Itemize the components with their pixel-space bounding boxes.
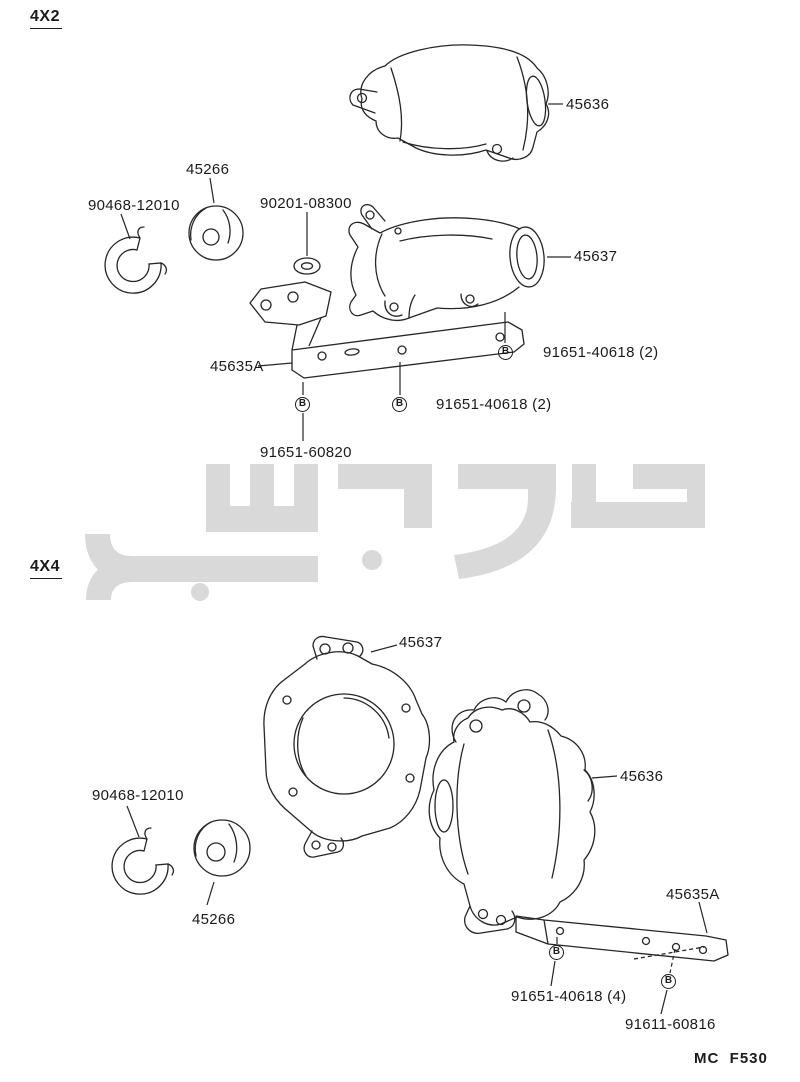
bolt-b-icon: B bbox=[498, 345, 513, 360]
drawing-bracket-45635a-4x2 bbox=[249, 281, 525, 379]
drawing-cover-45637-4x2 bbox=[348, 203, 545, 322]
part-label-45635a-4x4: 45635A bbox=[666, 886, 720, 903]
part-label-91651-mid-4x2: 91651-40618 (2) bbox=[436, 396, 552, 413]
drawing-clip-90468-4x4 bbox=[111, 827, 175, 895]
part-label-90468-4x4: 90468-12010 bbox=[92, 787, 184, 804]
leader-lines-4x2 bbox=[120, 103, 571, 441]
section-heading-4x4: 4X4 bbox=[30, 558, 62, 580]
drawing-grommet-45266-4x2 bbox=[188, 205, 244, 261]
part-label-45266-4x2: 45266 bbox=[186, 161, 230, 178]
bolt-b-icon: B bbox=[392, 397, 407, 412]
part-label-45636-4x4: 45636 bbox=[620, 768, 664, 785]
drawing-bracket-45635a-4x4 bbox=[515, 915, 729, 962]
part-label-45637-4x4: 45637 bbox=[399, 634, 443, 651]
part-label-45637-4x2: 45637 bbox=[574, 248, 618, 265]
part-label-90201-4x2: 90201-08300 bbox=[260, 195, 352, 212]
bolt-b-icon: B bbox=[295, 397, 310, 412]
drawing-grommet-45266-4x4 bbox=[193, 819, 251, 877]
leader-lines-4x4 bbox=[126, 644, 708, 1015]
part-label-91611-60816-4x4: 91611-60816 bbox=[625, 1016, 716, 1033]
part-label-90468-4x2: 90468-12010 bbox=[88, 197, 180, 214]
drawing-cover-45636-4x2 bbox=[349, 44, 550, 162]
drawing-cover-45636-4x4 bbox=[428, 689, 596, 934]
part-label-91651-right-4x2: 91651-40618 (2) bbox=[543, 344, 659, 361]
part-label-91651-40618-4x4: 91651-40618 (4) bbox=[511, 988, 627, 1005]
part-label-91651-60820-4x2: 91651-60820 bbox=[260, 444, 352, 461]
part-label-45266-4x4: 45266 bbox=[192, 911, 236, 928]
bolt-b-icon: B bbox=[661, 974, 676, 989]
watermark-logo bbox=[85, 464, 705, 601]
drawing-cover-45637-4x4 bbox=[263, 635, 431, 858]
drawing-washer-90201-4x2 bbox=[293, 257, 321, 275]
part-label-45635a-4x2: 45635A bbox=[210, 358, 264, 375]
section-heading-4x2: 4X2 bbox=[30, 8, 62, 30]
drawing-clip-90468-4x2 bbox=[104, 226, 168, 294]
part-label-45636-4x2: 45636 bbox=[566, 96, 610, 113]
bolt-b-icon: B bbox=[549, 945, 564, 960]
page-code: MC F530 bbox=[694, 1050, 768, 1067]
